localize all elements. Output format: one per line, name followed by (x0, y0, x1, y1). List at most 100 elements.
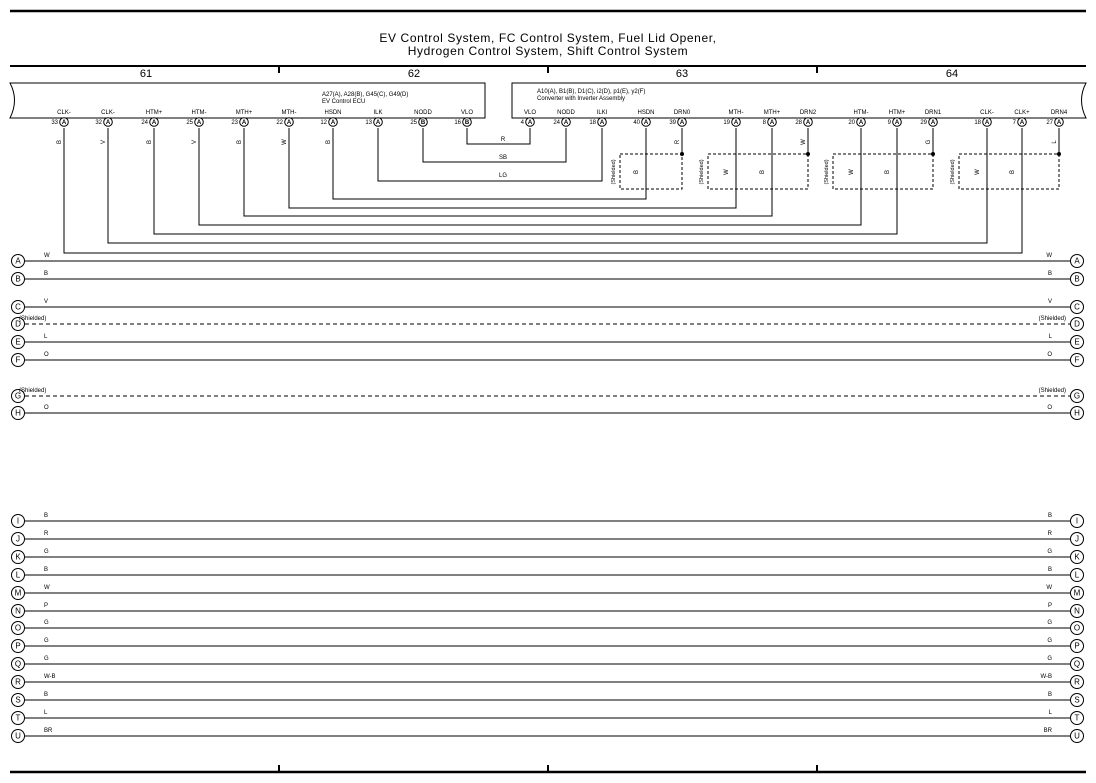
diagram-title: EV Control System, FC Control System, Fu… (0, 32, 1096, 58)
pin-connector-letter: A (106, 120, 111, 126)
pin-name: MTH+ (764, 110, 781, 116)
bus-terminal-left (11, 406, 25, 420)
pin-number: 19 (723, 120, 730, 126)
pin-name: MTH+ (236, 110, 253, 116)
pin-number: 18 (589, 120, 596, 126)
pin-number: 8 (763, 120, 767, 126)
pin-name: MTH- (729, 110, 744, 116)
pin-circle (856, 117, 866, 127)
bus-terminal-left (11, 568, 25, 582)
bus-color-right: G (1047, 638, 1052, 644)
bus-letter-right: M (1074, 589, 1081, 598)
title-line-2: Hydrogen Control System, Shift Control S… (407, 44, 689, 58)
pin-name: HTM- (854, 110, 869, 116)
bus-terminal-left (11, 693, 25, 707)
right-pin-5: MTH- 19 A (723, 110, 744, 127)
bus-terminal-right (1070, 675, 1084, 689)
bus-color-left: BR (44, 728, 53, 734)
bus-terminal-left (11, 272, 25, 286)
wire-clk-minus (107, 128, 988, 244)
wire-htm-plus (153, 128, 898, 235)
bus-terminal-right (1070, 639, 1084, 653)
shield-label: (Shielded) (699, 159, 705, 184)
pin-connector-letter: B (421, 120, 426, 126)
pin-number: 39 (669, 120, 676, 126)
bus-terminal-right (1070, 604, 1084, 618)
pin-wire-color: B (237, 140, 243, 144)
bus-terminal-right (1070, 568, 1084, 582)
pin-name: HSDN (637, 110, 654, 116)
bus-color-right: B (1048, 692, 1052, 698)
interconnect-label: LG (499, 173, 507, 179)
bus-letter-left: S (15, 696, 20, 705)
bus-letter-left: T (16, 714, 21, 723)
bus-color-left: G (44, 656, 49, 662)
bus-letter-right: Q (1074, 660, 1080, 669)
bus-terminal-right (1070, 532, 1084, 546)
section-number: 61 (140, 68, 152, 80)
bus-color-right: W (1046, 585, 1052, 591)
bus-terminal-right (1070, 657, 1084, 671)
pin-connector-letter: A (62, 120, 67, 126)
pin-wire-color: B (147, 140, 153, 144)
pin-circle (59, 117, 69, 127)
bus-letter-left: L (16, 571, 21, 580)
shield-label: (Shielded) (611, 159, 617, 184)
bus-color-right: W (1046, 253, 1052, 259)
pin-connector-letter: A (680, 120, 685, 126)
bus-color-right: O (1047, 352, 1052, 358)
bus-terminal-right (1070, 729, 1084, 743)
pin-wire-color: B (57, 140, 63, 144)
pin-number: 24 (141, 120, 148, 126)
pin-wire-color: V (101, 140, 107, 144)
pin-number: 9 (888, 120, 892, 126)
bus-color-right: W-B (1040, 674, 1052, 680)
bus-color-right: (Shielded) (1039, 388, 1066, 394)
pin-circle (418, 117, 428, 127)
pin-number: 18 (974, 120, 981, 126)
pin-name: ILKI (597, 110, 608, 116)
interconnect-wiring (63, 128, 1060, 254)
bus-letter-left: R (15, 678, 21, 687)
bus-color-left: W (44, 585, 50, 591)
pin-name: HSDN (324, 110, 341, 116)
pin-circle (1017, 117, 1027, 127)
pin-connector-letter: A (734, 120, 739, 126)
shield-wire-color: W (975, 169, 981, 175)
pin-number: 25 (410, 120, 417, 126)
pin-connector-letter: A (1020, 120, 1025, 126)
bus-color-right: G (1047, 549, 1052, 555)
wire-mth-plus (243, 128, 773, 217)
pin-connector-letter: A (985, 120, 990, 126)
pin-circle (561, 117, 571, 127)
pin-circle (239, 117, 249, 127)
bus-letter-left: J (16, 535, 20, 544)
pin-name: DRN4 (1051, 110, 1068, 116)
pin-wire-color: L (1052, 140, 1058, 144)
pin-connector-letter: A (287, 120, 292, 126)
section-number: 64 (946, 68, 958, 80)
pin-circle (328, 117, 338, 127)
bus-letter-left: A (15, 257, 21, 266)
pin-name: HTM+ (146, 110, 163, 116)
bus-color-right: L (1049, 710, 1053, 716)
bus-terminal-left (11, 532, 25, 546)
pin-connector-letter: A (644, 120, 649, 126)
